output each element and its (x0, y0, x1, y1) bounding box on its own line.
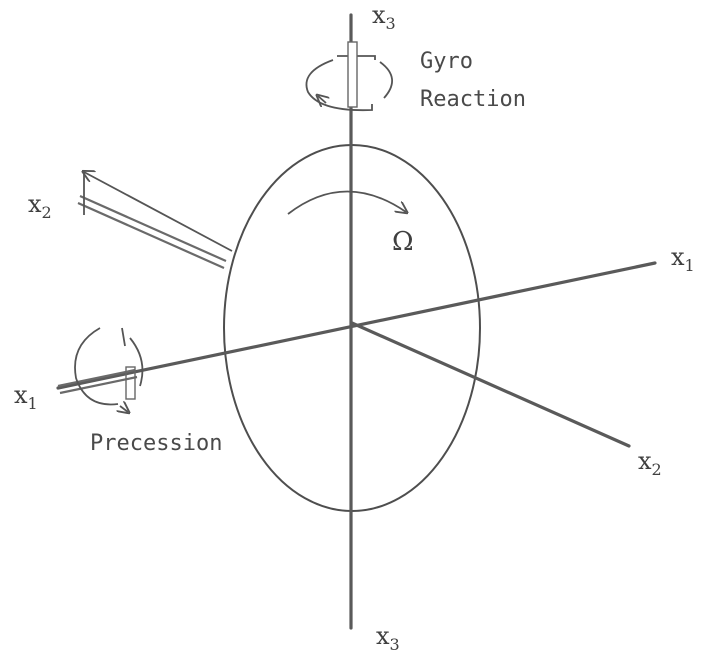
x2-left-label: x2 (28, 190, 52, 222)
omega-rotation-arrow (287, 190, 406, 215)
reaction-label: Reaction (420, 87, 526, 112)
x2-axis-back-a (79, 194, 227, 263)
x3-top-label: x3 (372, 1, 396, 33)
gyro-label: Gyro (420, 49, 473, 74)
x1-right-label: x1 (671, 243, 695, 275)
omega-label: Ω (392, 227, 414, 257)
x2-axis-front (350, 321, 631, 448)
precession-label: Precession (90, 431, 222, 456)
x2-right-label: x2 (638, 447, 662, 479)
x2-axis-back-b (77, 201, 225, 270)
torque-vector (84, 172, 233, 252)
gyro-reaction-arrow (305, 41, 393, 112)
x3-bottom-label: x3 (376, 622, 400, 652)
precession-arrow (57, 327, 144, 412)
x1-left-label: x1 (14, 381, 38, 413)
